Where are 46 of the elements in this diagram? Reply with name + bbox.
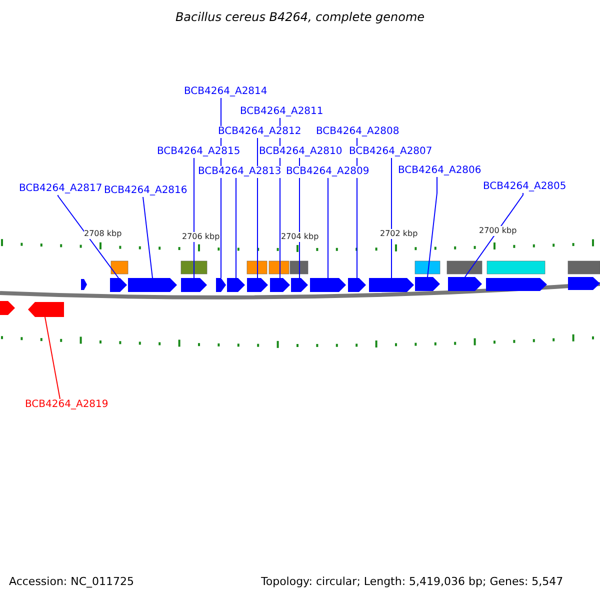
gene-feature [270,278,290,292]
leader-line [58,194,119,278]
summary-text: Topology: circular; Length: 5,419,036 bp; Genes: 5,547 [261,575,564,589]
gene-feature [110,278,127,292]
gene-feature [348,278,366,292]
gene-feature [227,278,245,292]
scale-label: 2706 kbp [182,232,220,242]
gene-label: BCB4264_A2808 [316,126,400,138]
gene-label: BCB4264_A2815 [157,146,240,158]
scale-label: 2700 kbp [479,226,517,236]
gene-feature [486,278,547,291]
gene-feature [448,277,482,291]
gene-feature [310,278,346,292]
gene-label: BCB4264_A2807 [349,146,432,158]
leader-line [427,176,438,278]
gene-feature [369,278,414,292]
leader-line [257,138,258,278]
gene-feature [568,277,600,290]
leader-line [44,316,60,400]
gene-feature [0,301,15,315]
gene-label: BCB4264_A2814 [184,86,268,98]
gene-label: BCB4264_A2819 [25,399,108,411]
gene-feature [216,278,226,292]
gene-feature [28,302,64,317]
scale-label: 2702 kbp [380,229,418,239]
gene-label: BCB4264_A2809 [286,166,370,178]
scale-label: 2708 kbp [84,229,122,239]
gene-label: BCB4264_A2810 [259,146,342,158]
gene-feature [81,279,87,290]
scale-label: 2704 kbp [281,232,319,242]
leader-line [391,158,392,278]
gene-feature [291,278,308,292]
gene-label: BCB4264_A2806 [398,165,482,177]
gene-label: BCB4264_A2812 [218,126,302,138]
gene-label: BCB4264_A2813 [198,166,282,178]
gene-label: BCB4264_A2816 [104,185,188,197]
title: Bacillus cereus B4264, complete genome [175,10,425,24]
gene-label: BCB4264_A2805 [483,181,566,193]
accession-text: Accession: NC_011725 [9,575,134,589]
gene-label: BCB4264_A2817 [19,183,102,195]
gene-feature [247,278,268,292]
gene-label: BCB4264_A2811 [240,106,324,118]
gene-feature [181,278,207,292]
leader-line [142,196,153,278]
gene-feature [415,277,440,291]
leader-line [464,192,524,278]
